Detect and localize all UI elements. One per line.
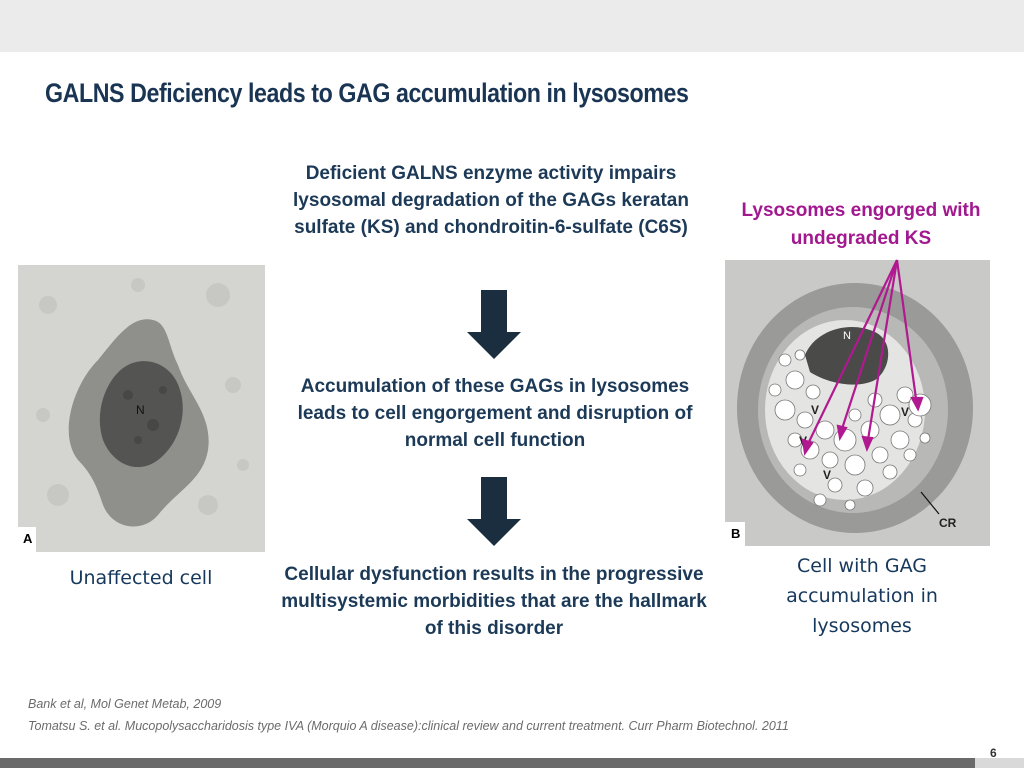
caption-engorged-cell: Cell with GAG accumulation in lysosomes [786,555,938,637]
down-arrow-icon [467,290,521,359]
nucleus-label: N [843,330,851,342]
nucleus-label: N [136,403,145,417]
flow-step-3: Cellular dysfunction results in the prog… [281,564,707,639]
page-number: 6 [990,746,997,760]
callout-pointer-lines [801,259,924,456]
vacuole-label: V [901,405,910,419]
slide-title: GALNS Deficiency leads to GAG accumulati… [45,78,689,108]
vacuole-label: V [811,403,820,417]
micrograph-engorged-cell: B N V V V V CR [725,260,990,546]
flow-step-1: Deficient GALNS enzyme activity impairs … [293,163,689,238]
down-arrow-icon [467,477,521,546]
top-band [0,0,1024,52]
cr-label: CR [939,516,957,530]
micrograph-unaffected-cell: A N [18,265,265,552]
vacuole-label: V [823,468,832,482]
cr-pointer [920,491,940,515]
flow-step-2: Accumulation of these GAGs in lysosomes … [297,376,693,451]
lysosome-callout: Lysosomes engorged with undegraded KS [741,200,981,249]
panel-label-a: A [23,531,33,546]
panel-label-b: B [731,526,741,541]
caption-unaffected-cell: Unaffected cell [69,567,213,589]
bottom-bar-end [975,758,1024,768]
reference-2: Tomatsu S. et al. Mucopolysaccharidosis … [28,719,789,733]
bottom-bar [0,758,975,768]
reference-1: Bank et al, Mol Genet Metab, 2009 [28,697,222,711]
